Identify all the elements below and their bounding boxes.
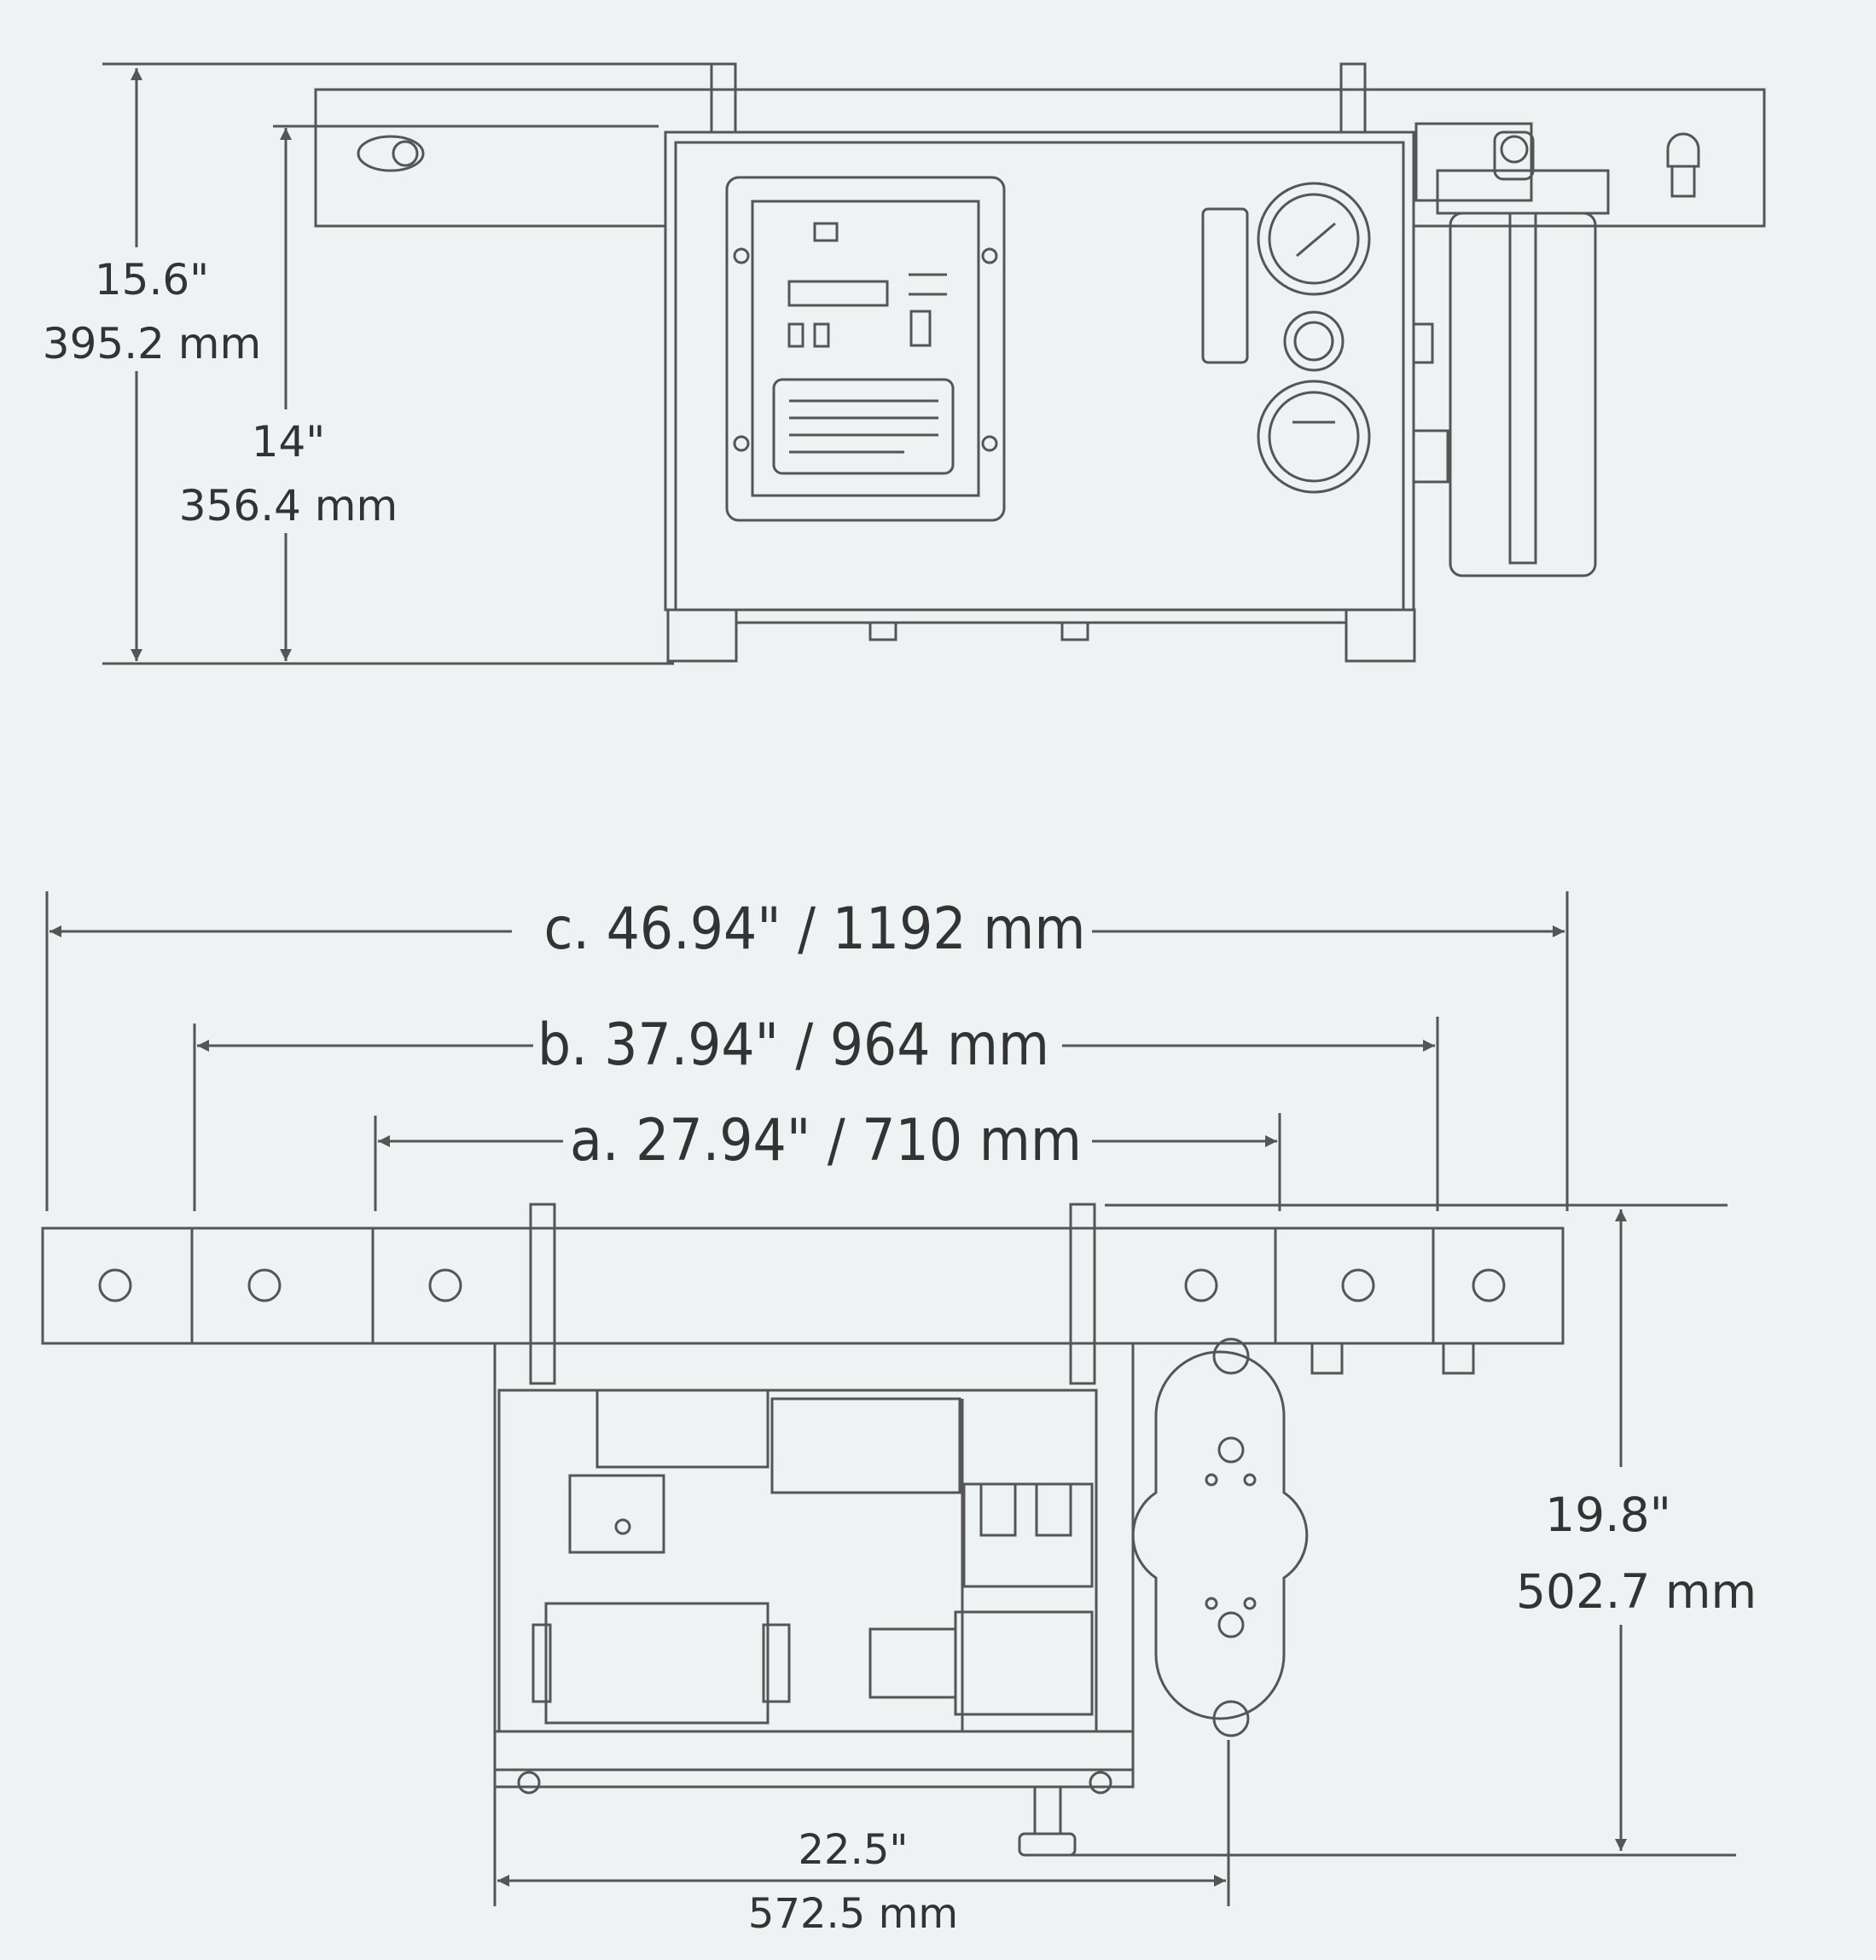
dimension-b-label: b. 37.94" / 964 mm (537, 1012, 1049, 1079)
mount-hole (247, 1268, 282, 1302)
mount-hole (1472, 1268, 1506, 1302)
filter-housing-icon (1414, 122, 1610, 577)
side-view-dimensions (102, 62, 711, 665)
rail-post-left (710, 62, 737, 134)
depth-imperial: 19.8" (1545, 1487, 1671, 1542)
mounting-rail-top (41, 1226, 1565, 1345)
cabinet-top (493, 1342, 1135, 1789)
control-panel-icon (725, 176, 1006, 522)
width-imperial: 22.5" (799, 1826, 909, 1874)
mount-hole (1341, 1268, 1375, 1302)
rail-post-right (1339, 62, 1367, 134)
pressure-gauge-icon (1257, 182, 1371, 494)
top-view (41, 891, 1728, 1857)
width-metric: 572.5 mm (748, 1890, 958, 1938)
overall-height-imperial: 15.6" (95, 255, 209, 304)
foot-left (666, 608, 738, 663)
pump-icon (568, 1474, 665, 1554)
mount-hole (1184, 1268, 1218, 1302)
flow-meter-icon (1201, 207, 1249, 364)
hose-fitting-icon (1666, 132, 1700, 198)
front-view (314, 62, 1766, 663)
foot-right (1345, 608, 1416, 663)
mount-hole (98, 1268, 132, 1302)
rail-slot (357, 135, 425, 172)
dimension-a-label: a. 27.94" / 710 mm (570, 1107, 1082, 1174)
depth-metric: 502.7 mm (1516, 1564, 1757, 1619)
overall-height-metric: 395.2 mm (43, 319, 261, 368)
cabinet-front (664, 130, 1415, 612)
dimension-c-label: c. 46.94" / 1192 mm (544, 896, 1086, 963)
mount-hole (428, 1268, 462, 1302)
cabinet-height-imperial: 14" (252, 417, 326, 467)
cabinet-height-metric: 356.4 mm (179, 481, 398, 531)
prefilter-icon (1131, 1337, 1309, 1737)
